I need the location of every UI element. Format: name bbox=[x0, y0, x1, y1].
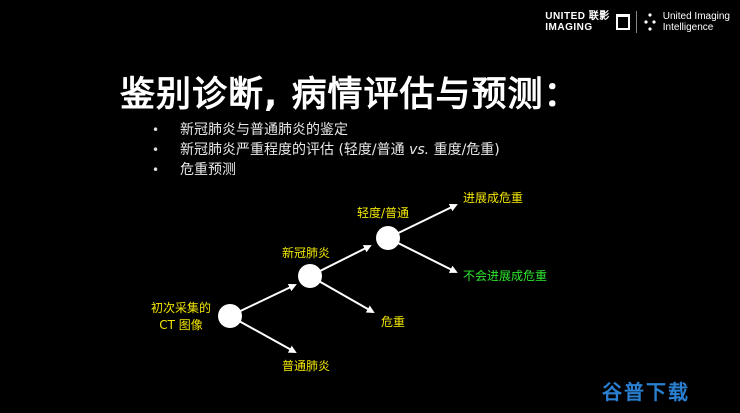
arrow-root-to-covid bbox=[229, 283, 297, 317]
arrow-root-to-ordinary bbox=[229, 315, 297, 353]
logo-area: UNITED 联影 IMAGING United Imaging Intelli… bbox=[545, 6, 730, 38]
bullet-icon: • bbox=[152, 123, 160, 137]
slide-title: 鉴别诊断, 病情评估与预测： bbox=[120, 75, 580, 115]
bullet-text: 新冠肺炎严重程度的评估 (轻度/普通 vs. 重度/危重) bbox=[180, 142, 500, 158]
label-covid: 新冠肺炎 bbox=[282, 245, 330, 260]
bullet-item: • 危重预测 bbox=[152, 160, 500, 180]
arrow-mild-to-no-progress bbox=[387, 237, 458, 273]
arrow-covid-to-critical bbox=[309, 275, 375, 313]
logo-divider bbox=[635, 11, 637, 33]
watermark: 谷普下载 bbox=[602, 380, 690, 404]
bullet-text: 危重预测 bbox=[180, 162, 236, 178]
bullet-list: • 新冠肺炎与普通肺炎的鉴定 • 新冠肺炎严重程度的评估 (轻度/普通 vs. … bbox=[152, 120, 500, 180]
bullet-item: • 新冠肺炎严重程度的评估 (轻度/普通 vs. 重度/危重) bbox=[152, 140, 500, 160]
label-ordinary-pneumonia: 普通肺炎 bbox=[282, 359, 330, 373]
label-root-line2: CT 图像 bbox=[159, 318, 203, 332]
label-progress: 进展成危重 bbox=[463, 191, 523, 205]
label-mild: 轻度/普通 bbox=[357, 205, 409, 220]
logo-mark-icon bbox=[615, 14, 630, 30]
united-imaging-logo: UNITED 联影 IMAGING bbox=[545, 11, 610, 33]
bullet-icon: • bbox=[152, 163, 160, 177]
bullet-icon: • bbox=[152, 143, 160, 157]
label-root-line1: 初次采集的 bbox=[151, 300, 211, 315]
node-covid bbox=[298, 264, 322, 288]
arrow-mild-to-progress bbox=[387, 204, 458, 239]
united-imaging-intelligence-logo: United Imaging Intelligence bbox=[662, 11, 730, 33]
bullet-text: 新冠肺炎与普通肺炎的鉴定 bbox=[180, 122, 348, 138]
label-critical: 危重 bbox=[381, 315, 405, 329]
label-no-progress: 不会进展成危重 bbox=[463, 269, 547, 283]
bullet-item: • 新冠肺炎与普通肺炎的鉴定 bbox=[152, 120, 500, 140]
node-mild bbox=[376, 226, 400, 250]
node-root bbox=[218, 304, 242, 328]
ai-logo-icon bbox=[644, 13, 656, 31]
